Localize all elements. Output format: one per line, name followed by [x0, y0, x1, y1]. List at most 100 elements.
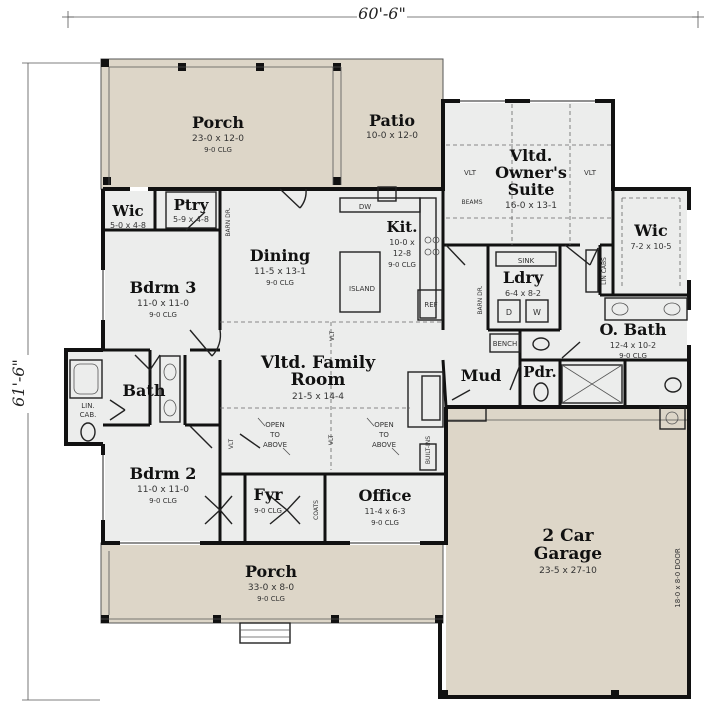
room-label-family: Vltd. Family Room 21-5 x 14-4 — [260, 353, 376, 402]
room-label-pdr: Pdr. — [523, 363, 557, 381]
room-label-dining: Dining 11-5 x 13-1 9-0 CLG — [250, 246, 310, 287]
room-size: 23-0 x 12-0 — [192, 134, 244, 144]
room-label-kit: Kit. 10-0 x 12-8 9-0 CLG — [387, 218, 418, 269]
room-size: 10-0 x 12-0 — [366, 131, 418, 141]
room-name: Porch — [192, 113, 244, 132]
room-size-line-1: 10-0 x — [389, 238, 415, 247]
room-label-patio: Patio 10-0 x 12-0 — [366, 111, 418, 141]
note-above: ABOVE — [372, 441, 396, 449]
room-name: Pdr. — [523, 363, 557, 381]
room-size: 33-0 x 8-0 — [248, 583, 294, 593]
room-label-owners-suite: Vltd. Owner's Suite 16-0 x 13-1 — [495, 146, 567, 211]
note-dryer: D — [506, 308, 512, 317]
room-name: Bdrm 2 — [130, 464, 197, 483]
room-size: 5-9 x 4-8 — [173, 215, 209, 224]
room-size: 6-4 x 8-2 — [505, 289, 541, 298]
note-barn-dr-ldry: BARN DR. — [477, 285, 484, 314]
room-label-ptry: Ptry 5-9 x 4-8 — [165, 191, 217, 229]
room-clg: 9-0 CLG — [388, 261, 416, 269]
room-name: O. Bath — [599, 320, 666, 339]
note-washer: W — [533, 308, 541, 317]
note-vlt-mid: VLT — [328, 435, 335, 446]
room-size: 23-5 x 27-10 — [539, 566, 597, 576]
door-swings — [109, 188, 599, 525]
bath-fixtures — [69, 249, 688, 442]
room-name-line-2: Garage — [534, 544, 602, 564]
garage-wall — [438, 405, 691, 699]
note-vlt-left: VLT — [228, 439, 235, 450]
rear-porch-area — [100, 58, 444, 190]
note-built-ins: BUILT-INS — [425, 436, 432, 464]
note-lin: LIN. — [81, 402, 94, 410]
room-name-line-1: Vltd. — [509, 146, 553, 165]
room-label-office: Office 11-4 x 6-3 9-0 CLG — [358, 486, 411, 527]
window-frames — [102, 100, 595, 544]
room-clg: 9-0 CLG — [266, 279, 294, 287]
note-cab: CAB. — [80, 411, 97, 419]
room-name-line-2: Owner's — [495, 163, 567, 182]
note-open: OPEN — [265, 421, 284, 429]
note-ref: REF — [424, 301, 437, 309]
note-to: TO — [378, 431, 389, 439]
room-size: 21-5 x 14-4 — [292, 392, 344, 402]
note-vlt-suite-right: VLT — [584, 169, 597, 177]
room-name: Wic — [111, 202, 143, 220]
room-label-wic-right: Wic 7-2 x 10-5 — [630, 221, 671, 251]
room-size: 11-0 x 11-0 — [137, 299, 189, 309]
room-clg: 9-0 CLG — [254, 507, 282, 515]
room-name: Ptry — [174, 196, 210, 214]
garage-door-label: 18-0 x 8-0 DOOR — [674, 548, 682, 608]
room-label-ldry: Ldry 6-4 x 8-2 — [503, 268, 544, 298]
room-name: Mud — [461, 366, 502, 385]
room-name: Porch — [245, 562, 297, 581]
room-label-garage: 2 Car Garage 23-5 x 27-10 18-0 x 8-0 DOO… — [534, 526, 682, 608]
room-clg: 9-0 CLG — [149, 497, 177, 505]
note-to: TO — [269, 431, 280, 439]
room-name: Ldry — [503, 268, 544, 287]
room-label-bath: Bath — [123, 381, 166, 400]
overall-height-label: 61'-6" — [9, 359, 28, 407]
room-name-line-1: Vltd. Family — [260, 353, 376, 373]
note-barn-dr-pantry: BARN DR. — [225, 207, 232, 236]
room-label-porch-rear: Porch 23-0 x 12-0 9-0 CLG — [192, 113, 244, 154]
room-label-bdrm3: Bdrm 3 11-0 x 11-0 9-0 CLG — [130, 278, 197, 319]
room-name-line-2: Room — [291, 370, 346, 390]
room-name: Bath — [123, 381, 166, 400]
room-clg: 9-0 CLG — [619, 352, 647, 360]
room-size: 5-0 x 4-8 — [110, 221, 146, 230]
room-name-line-3: Suite — [508, 180, 555, 199]
room-name: Wic — [633, 221, 668, 240]
note-open: OPEN — [374, 421, 393, 429]
vault-lines — [220, 104, 681, 470]
note-vlt-family: VLT — [329, 331, 336, 342]
note-sink: SINK — [518, 257, 535, 265]
note-beams: BEAMS — [462, 199, 483, 206]
note-island: ISLAND — [349, 285, 375, 293]
room-size: 7-2 x 10-5 — [630, 242, 671, 251]
room-clg: 9-0 CLG — [371, 519, 399, 527]
room-label-bdrm2: Bdrm 2 11-0 x 11-0 9-0 CLG — [130, 464, 197, 505]
open-to-above-right: OPEN TO ABOVE — [366, 417, 400, 456]
bath-bump-wall — [64, 348, 103, 446]
room-name: Dining — [250, 246, 310, 265]
room-label-fyr: Fyr 9-0 CLG — [253, 485, 283, 515]
note-above: ABOVE — [263, 441, 287, 449]
room-label-wic-left: Wic 5-0 x 4-8 — [110, 202, 146, 230]
room-size: 12-4 x 10-2 — [610, 341, 656, 350]
room-clg: 9-0 CLG — [149, 311, 177, 319]
room-label-obath: O. Bath 12-4 x 10-2 9-0 CLG — [599, 320, 666, 360]
room-clg: 9-0 CLG — [204, 146, 232, 154]
room-label-mud: Mud — [461, 366, 502, 385]
note-bench: BENCH — [493, 340, 518, 348]
note-vlt-suite-left: VLT — [464, 169, 477, 177]
kitchen-fixtures — [339, 186, 444, 471]
room-label-porch-front: Porch 33-0 x 8-0 9-0 CLG — [245, 562, 297, 603]
room-name: Kit. — [387, 218, 418, 236]
annotations: D W ISLAND REF SINK BARN DR. BARN DR. VLT… — [80, 169, 608, 520]
room-name-line-1: 2 Car — [542, 526, 594, 546]
room-clg: 9-0 CLG — [257, 595, 285, 603]
room-size: 16-0 x 13-1 — [505, 201, 557, 211]
bath-bump-out — [66, 350, 104, 444]
room-size: 11-5 x 13-1 — [254, 267, 306, 277]
